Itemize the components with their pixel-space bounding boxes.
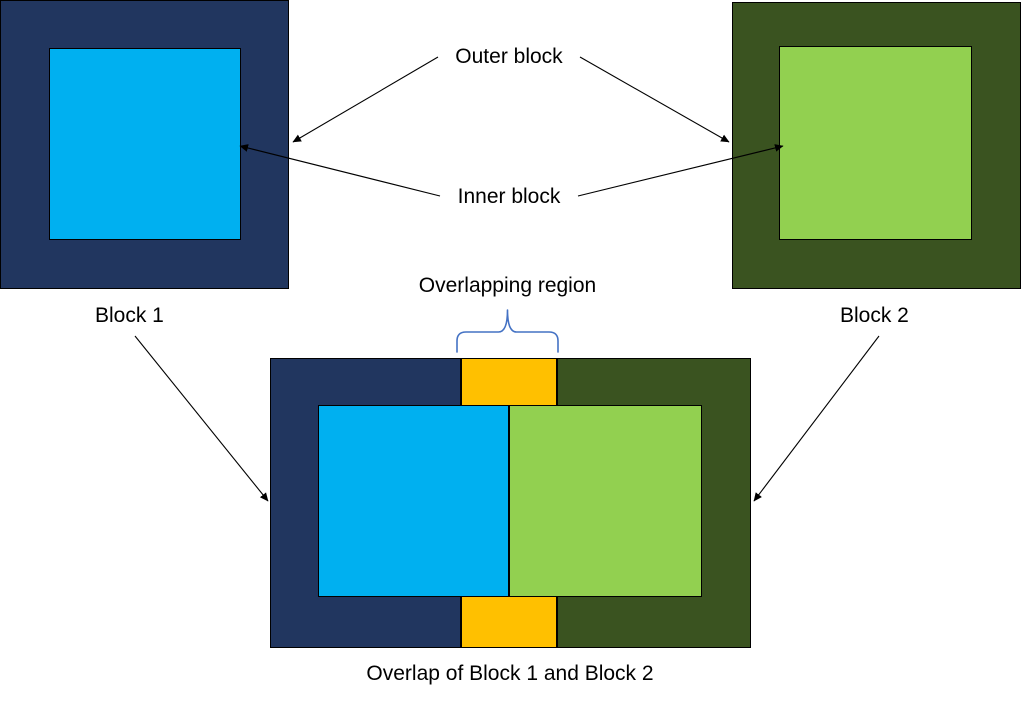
block1-leader-arrow <box>134 335 269 502</box>
composite-caption: Overlap of Block 1 and Block 2 <box>366 662 654 685</box>
overlapping-region-brace <box>456 309 559 353</box>
block2-inner-rect <box>779 46 972 240</box>
outer-block-leader-left <box>292 56 439 143</box>
block1-label: Block 1 <box>95 304 164 327</box>
block1-inner-rect <box>49 48 241 240</box>
inner-block-label: Inner block <box>457 185 561 208</box>
outer-block-leader-right <box>579 56 730 143</box>
block2-leader-arrow <box>753 335 880 502</box>
composite-inner-green-rect <box>509 405 702 597</box>
overlapping-region-label: Overlapping region <box>418 274 597 297</box>
composite-inner-blue-rect <box>318 405 509 597</box>
outer-block-label: Outer block <box>455 45 563 68</box>
block2-label: Block 2 <box>840 304 909 327</box>
